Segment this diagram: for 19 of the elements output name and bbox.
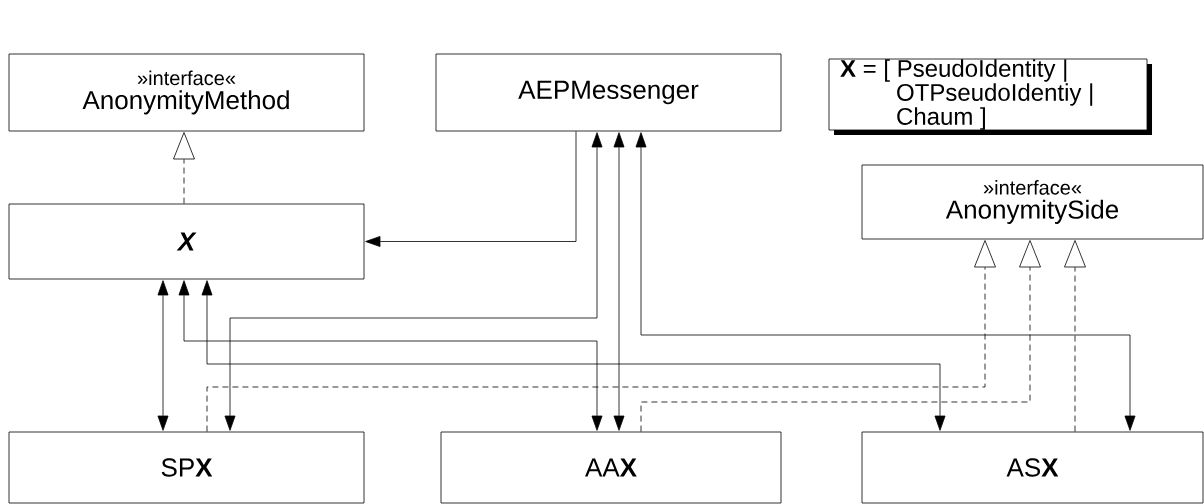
- interface-box: »interface« AnonymityMethod: [8, 53, 365, 132]
- realization-arrow: [206, 240, 996, 432]
- realization-arrow: [640, 240, 1041, 432]
- class-box: SPX: [8, 431, 365, 504]
- class-box: ASX: [861, 431, 1204, 504]
- realization-arrow: [1064, 240, 1086, 432]
- note-box: X = [ PseudoIdentity | OTPseudoIdentiy | Chaum ]: [828, 58, 1152, 135]
- class-box: X: [8, 203, 365, 280]
- interface-box: »interface« AnonymitySide: [861, 164, 1204, 240]
- association-arrow: [635, 132, 1136, 431]
- realization-arrow: [173, 132, 195, 204]
- class-box: AEPMessenger: [435, 53, 782, 132]
- class-box: AAX: [440, 431, 782, 504]
- association-arrow: [224, 132, 603, 431]
- association-arrow: [178, 280, 603, 431]
- association-arrow: [365, 131, 577, 247]
- association-arrow: [157, 280, 169, 431]
- association-arrow: [201, 280, 946, 431]
- association-arrow: [613, 132, 625, 431]
